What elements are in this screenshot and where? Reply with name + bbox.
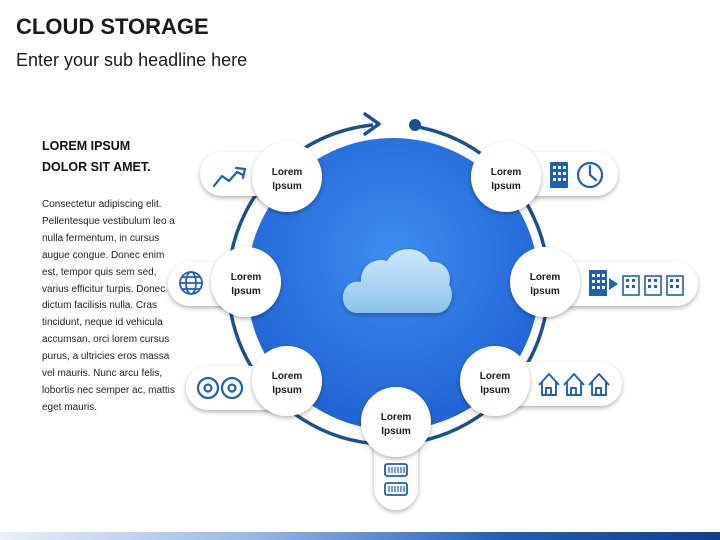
side-heading-line2: DOLOR SIT AMET.: [42, 160, 151, 174]
node-label-line2: Ipsum: [231, 286, 261, 297]
node-label-line2: Ipsum: [272, 181, 302, 192]
ring-start-dot: [409, 119, 421, 131]
node-label-line2: Ipsum: [272, 385, 302, 396]
node-middle-left: Lorem Ipsum: [211, 247, 281, 317]
cloud-icon: [342, 249, 452, 313]
page-title: CLOUD STORAGE: [16, 14, 209, 39]
clock-icon: [576, 161, 604, 189]
side-heading: LOREM IPSUM DOLOR SIT AMET.: [42, 136, 192, 178]
node-middle-right: Lorem Ipsum: [510, 247, 580, 317]
node-label-line2: Ipsum: [480, 385, 510, 396]
page-subtitle: Enter your sub headline here: [16, 50, 248, 70]
node-top-right: Lorem Ipsum: [471, 142, 541, 212]
footer-bar: [0, 532, 720, 540]
disc-icon: [196, 376, 244, 400]
building-icon: [550, 162, 568, 188]
node-lower-left: Lorem Ipsum: [252, 346, 322, 416]
node-label-line1: Lorem: [381, 412, 412, 423]
trend-line-icon: [212, 166, 247, 188]
node-lower-right: Lorem Ipsum: [460, 346, 530, 416]
ring-arrowhead: [363, 112, 381, 136]
buildings-transfer-icon: [589, 270, 684, 296]
node-label-line1: Lorem: [530, 272, 561, 283]
side-body-text: Consectetur adipiscing elit. Pellentesqu…: [42, 199, 175, 413]
node-bottom: Lorem Ipsum: [361, 387, 431, 457]
houses-icon: [538, 373, 610, 396]
node-label-line1: Lorem: [491, 167, 522, 178]
node-label-line1: Lorem: [231, 272, 262, 283]
node-top-left: Lorem Ipsum: [252, 142, 322, 212]
node-label-line1: Lorem: [480, 371, 511, 382]
side-heading-line1: LOREM IPSUM: [42, 139, 131, 153]
node-label-line2: Ipsum: [381, 426, 411, 437]
node-label-line2: Ipsum: [491, 181, 521, 192]
node-label-line1: Lorem: [272, 167, 303, 178]
node-label-line1: Lorem: [272, 371, 303, 382]
server-icon: [384, 463, 408, 496]
node-label-line2: Ipsum: [530, 286, 560, 297]
globe-icon: [179, 271, 203, 295]
